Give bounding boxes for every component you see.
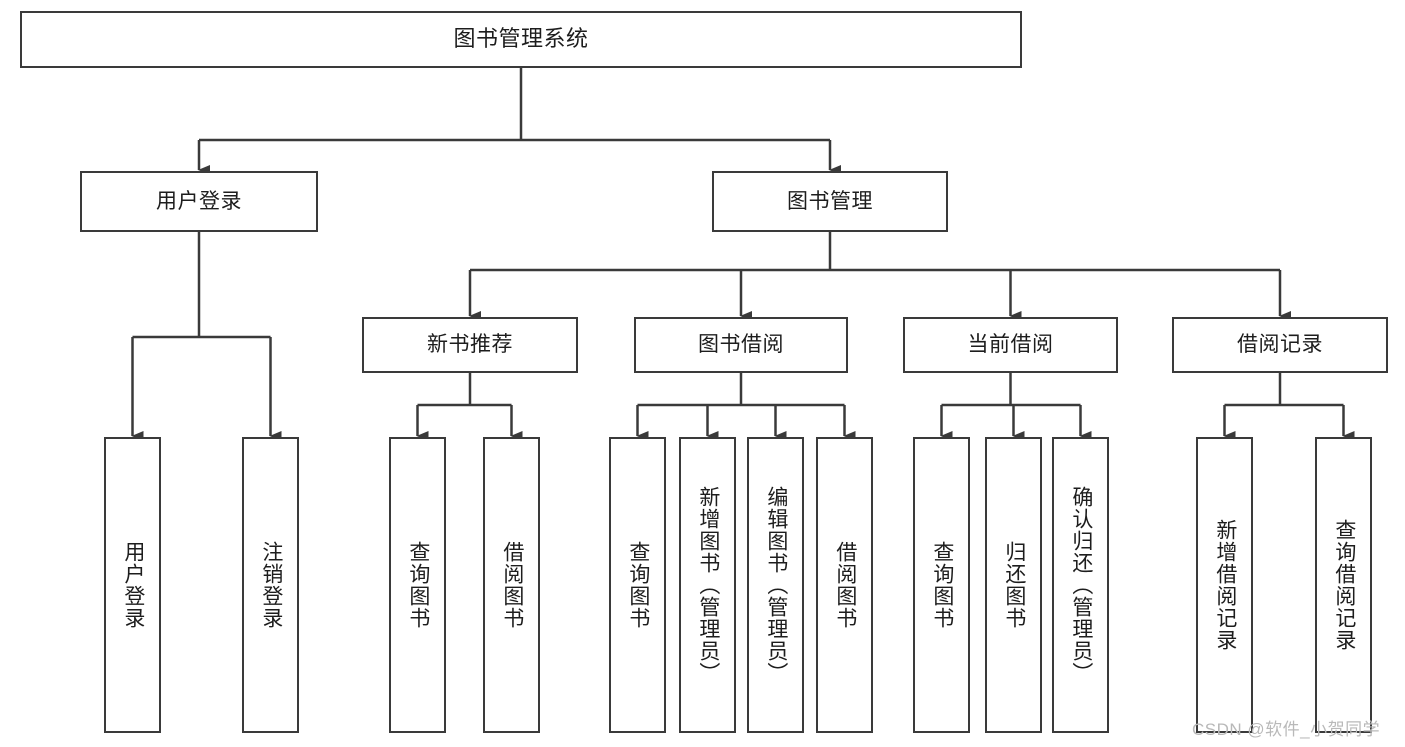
node-leaf-borrow-book[interactable]: 借阅图书	[816, 437, 873, 733]
node-root[interactable]: 图书管理系统	[20, 11, 1022, 68]
csdn-watermark: CSDN @软件_小贺同学	[1192, 720, 1381, 739]
node-leaf-borrow-book-label: 借阅图书	[833, 541, 857, 629]
node-leaf-query-borrow-record-label: 查询借阅记录	[1332, 519, 1356, 651]
node-leaf-query-book-borrow-label: 查询图书	[626, 541, 650, 629]
node-user-login-label: 用户登录	[156, 189, 242, 213]
node-leaf-query-borrow-record[interactable]: 查询借阅记录	[1315, 437, 1372, 733]
node-leaf-user-logout-label: 注销登录	[259, 541, 283, 629]
node-leaf-borrow-book-rec[interactable]: 借阅图书	[483, 437, 540, 733]
node-borrow-record[interactable]: 借阅记录	[1172, 317, 1388, 373]
node-leaf-return-book[interactable]: 归还图书	[985, 437, 1042, 733]
node-root-label: 图书管理系统	[453, 26, 589, 52]
node-borrow-record-label: 借阅记录	[1237, 333, 1323, 357]
node-current-borrow-label: 当前借阅	[967, 333, 1054, 357]
node-leaf-query-book-rec[interactable]: 查询图书	[389, 437, 446, 733]
node-user-login[interactable]: 用户登录	[80, 171, 318, 232]
node-book-management[interactable]: 图书管理	[712, 171, 948, 232]
node-leaf-add-borrow-record-label: 新增借阅记录	[1213, 519, 1237, 651]
node-leaf-add-book-admin[interactable]: 新增图书（管理员）	[679, 437, 736, 733]
node-leaf-edit-book-admin-label: 编辑图书（管理员）	[764, 486, 788, 684]
node-book-borrow[interactable]: 图书借阅	[634, 317, 848, 373]
node-book-management-label: 图书管理	[787, 189, 873, 213]
node-leaf-return-book-label: 归还图书	[1002, 541, 1026, 629]
node-leaf-borrow-book-rec-label: 借阅图书	[500, 541, 524, 629]
node-leaf-add-borrow-record[interactable]: 新增借阅记录	[1196, 437, 1253, 733]
node-new-book-recommend[interactable]: 新书推荐	[362, 317, 578, 373]
node-leaf-query-book-current[interactable]: 查询图书	[913, 437, 970, 733]
node-leaf-edit-book-admin[interactable]: 编辑图书（管理员）	[747, 437, 804, 733]
node-current-borrow[interactable]: 当前借阅	[903, 317, 1118, 373]
node-leaf-confirm-return-admin[interactable]: 确认归还（管理员）	[1052, 437, 1109, 733]
node-leaf-query-book-current-label: 查询图书	[930, 541, 954, 629]
node-leaf-user-login-label: 用户登录	[121, 541, 145, 629]
connector-lines	[131, 68, 1355, 441]
node-new-book-recommend-label: 新书推荐	[427, 333, 513, 357]
node-leaf-user-login[interactable]: 用户登录	[104, 437, 161, 733]
node-leaf-query-book-borrow[interactable]: 查询图书	[609, 437, 666, 733]
node-leaf-user-logout[interactable]: 注销登录	[242, 437, 299, 733]
node-leaf-query-book-rec-label: 查询图书	[406, 541, 430, 629]
node-book-borrow-label: 图书借阅	[698, 333, 784, 357]
node-leaf-confirm-return-admin-label: 确认归还（管理员）	[1069, 486, 1093, 684]
node-leaf-add-book-admin-label: 新增图书（管理员）	[696, 486, 720, 684]
